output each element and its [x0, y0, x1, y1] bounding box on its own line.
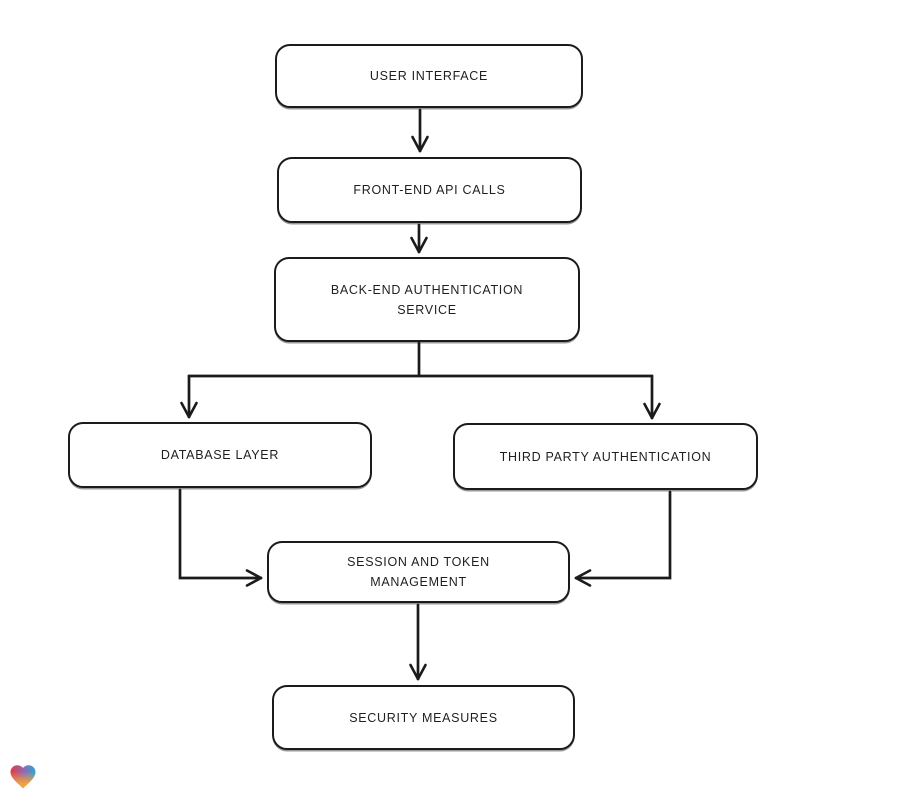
node-security-measures-label: SECURITY MEASURES [349, 710, 498, 725]
node-front-end-api-calls-label: FRONT-END API CALLS [353, 183, 506, 197]
node-back-end-authentication-service-label: BACK-END AUTHENTICATION SERVICE [330, 282, 524, 317]
node-third-party-authentication-label: THIRD PARTY AUTHENTICATION [499, 449, 712, 464]
node-session-and-token-management: SESSION AND TOKEN MANAGEMENT [267, 541, 570, 603]
node-user-interface: USER INTERFACE [275, 44, 583, 108]
node-front-end-api-calls: FRONT-END API CALLS [277, 157, 582, 223]
node-database-layer: DATABASE LAYER [68, 422, 372, 488]
node-security-measures: SECURITY MEASURES [272, 685, 575, 750]
node-session-and-token-management-label: SESSION AND TOKEN MANAGEMENT [347, 555, 490, 589]
node-third-party-authentication: THIRD PARTY AUTHENTICATION [453, 423, 758, 490]
node-user-interface-label: USER INTERFACE [369, 69, 489, 83]
edge-database-layer-to-session-token-mgmt [178, 488, 263, 587]
edge-back-end-auth-branch-trunk [187, 341, 654, 378]
gradient-heart-icon [8, 761, 38, 792]
node-database-layer-label: DATABASE LAYER [160, 448, 280, 462]
edge-third-party-auth-to-session-token-mgmt [574, 490, 672, 587]
node-back-end-authentication-service: BACK-END AUTHENTICATION SERVICE [274, 257, 580, 342]
